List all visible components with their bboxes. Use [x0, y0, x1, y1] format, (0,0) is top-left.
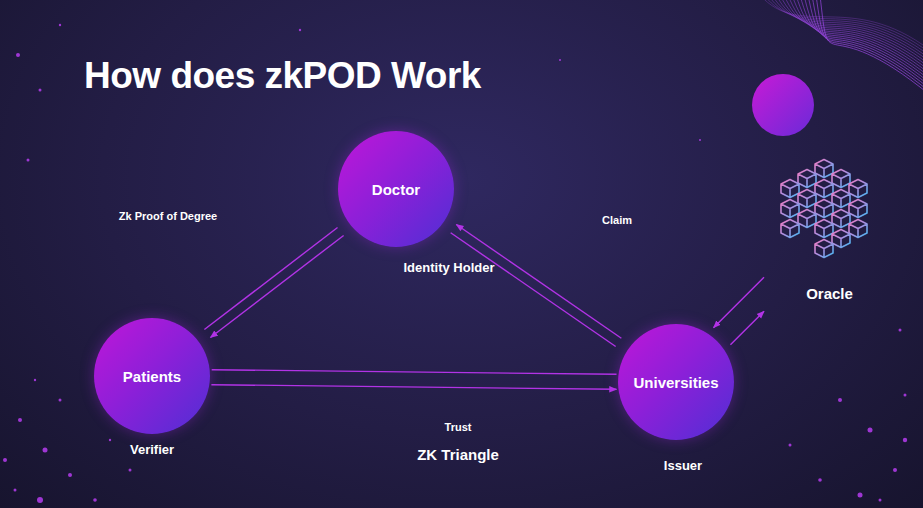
- wave-stroke: [812, 0, 923, 89]
- wave-stroke: [820, 0, 923, 95]
- sparkle-dots: [3, 24, 907, 503]
- sparkle-dot: [34, 379, 36, 381]
- edge-label: Trust: [445, 421, 472, 433]
- sparkle-dot: [14, 489, 17, 492]
- sparkle-dot: [93, 498, 97, 502]
- connector-line: [456, 225, 621, 339]
- cube-outline: [832, 210, 850, 228]
- sparkle-dot: [68, 473, 72, 477]
- sparkle-dot: [893, 468, 897, 472]
- sparkle-dot: [789, 444, 792, 447]
- cube-outline: [849, 180, 867, 198]
- node-name: Doctor: [372, 181, 420, 198]
- cube-outline: [815, 160, 833, 178]
- node-name: Universities: [633, 374, 718, 391]
- cube-outline: [781, 180, 799, 198]
- accent-ball: [752, 74, 814, 136]
- cube-outline: [815, 200, 833, 218]
- cube-outline: [815, 240, 833, 258]
- sparkle-dot: [43, 448, 48, 453]
- sparkle-dot: [129, 469, 132, 472]
- sparkle-dot: [559, 59, 561, 61]
- sparkle-dot: [904, 394, 907, 397]
- cube-outline: [815, 220, 833, 238]
- edge-label: Zk Proof of Degree: [119, 210, 217, 222]
- cube-outline: [798, 190, 816, 208]
- cube-outline: [798, 170, 816, 188]
- cube-outline: [849, 220, 867, 238]
- cube-outline: [815, 180, 833, 198]
- sparkle-dot: [868, 428, 873, 433]
- sparkle-dot: [27, 159, 30, 162]
- diagram-caption: ZK Triangle: [417, 446, 499, 463]
- sparkle-dot: [838, 398, 842, 402]
- sparkle-dot: [18, 418, 22, 422]
- sparkle-dot: [39, 89, 42, 92]
- cube-outline: [832, 230, 850, 248]
- connector-line: [713, 277, 764, 327]
- cube-outline: [781, 200, 799, 218]
- connector-line: [451, 233, 616, 347]
- sparkle-dot: [899, 329, 902, 332]
- sparkle-dot: [3, 458, 7, 462]
- connector-line: [730, 311, 764, 344]
- cube-outline: [849, 200, 867, 218]
- edge-label: Claim: [602, 214, 632, 226]
- oracle-node: Oracle: [772, 150, 887, 308]
- sparkle-dot: [109, 439, 111, 441]
- connector-line: [204, 228, 337, 330]
- sparkle-dot: [858, 493, 863, 498]
- sparkle-dot: [879, 499, 882, 502]
- cube-outline: [832, 170, 850, 188]
- wave-stroke: [816, 0, 923, 92]
- oracle-label: Oracle: [806, 285, 853, 302]
- role-caption: Verifier: [130, 442, 174, 457]
- sparkle-dot: [37, 497, 43, 503]
- connector-line: [210, 235, 343, 337]
- sparkle-dot: [699, 139, 701, 141]
- slide-title: How does zkPOD Work: [84, 55, 481, 97]
- cube-outline: [798, 210, 816, 228]
- connector-line: [212, 370, 617, 375]
- sparkle-dot: [818, 478, 822, 482]
- sparkle-dot: [299, 29, 301, 31]
- title-underline: [75, 103, 760, 105]
- sparkle-dot: [16, 53, 20, 57]
- cube-outline: [781, 220, 799, 238]
- sparkle-dot: [59, 399, 62, 402]
- sparkle-dot: [59, 24, 61, 26]
- role-caption: Issuer: [664, 458, 702, 473]
- cube-outline: [832, 190, 850, 208]
- sparkle-dot: [903, 438, 907, 442]
- connector-line: [211, 385, 616, 390]
- oracle-cube-icon: [772, 150, 887, 270]
- role-caption: Identity Holder: [403, 260, 494, 275]
- node-name: Patients: [123, 368, 181, 385]
